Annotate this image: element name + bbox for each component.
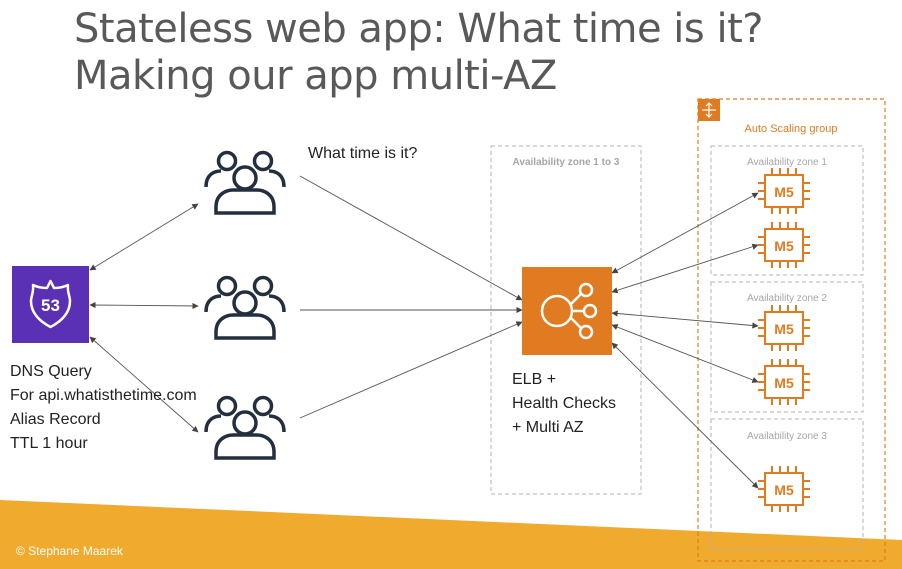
elb-node — [522, 267, 612, 355]
edge-elb-m5-4 — [611, 324, 759, 383]
zone-label-1: Availability zone 1 — [747, 157, 827, 168]
route53-caption-line-3: Alias Record — [10, 411, 101, 428]
question-label: What time is it? — [308, 145, 417, 162]
title-line-1: Stateless web app: What time is it? — [74, 6, 764, 52]
edge-dns-user-3 — [89, 336, 199, 433]
edge-dns-user-2 — [89, 301, 199, 310]
elb-icon — [522, 267, 612, 355]
shield-icon — [29, 279, 72, 329]
zone-label-3: Availability zone 3 — [747, 431, 827, 442]
edge-elb-m5-5 — [611, 342, 759, 489]
copyright-text: © Stephane Maarek — [16, 544, 123, 558]
auto-scaling-icon — [698, 99, 720, 121]
availability-zone-group-label: Availability zone 1 to 3 — [513, 157, 620, 168]
edge-elb-m5-1 — [611, 192, 759, 274]
m5-label-5: M5 — [774, 482, 794, 498]
auto-scaling-group-label: Auto Scaling group — [745, 123, 838, 135]
m5-instance-1: M5 — [757, 167, 811, 215]
m5-instance-5: M5 — [757, 465, 811, 513]
m5-label-4: M5 — [774, 375, 794, 391]
zone-label-2: Availability zone 2 — [747, 293, 827, 304]
edge-user-1-elb — [299, 175, 523, 301]
users-icon-1 — [204, 150, 286, 215]
users-icon-3 — [204, 395, 286, 460]
edge-dns-user-1 — [89, 203, 199, 271]
title-line-2: Making our app multi-AZ — [74, 53, 557, 99]
edge-user-3-elb — [299, 321, 523, 419]
m5-label-1: M5 — [774, 184, 794, 200]
elb-caption-line-3: + Multi AZ — [512, 419, 584, 436]
elb-caption: ELB + Health Checks + Multi AZ — [512, 371, 621, 436]
m5-label-2: M5 — [774, 238, 794, 254]
footer-band — [0, 500, 902, 569]
route53-caption: DNS Query For api.whatisthetime.com Alia… — [10, 363, 201, 452]
route53-icon — [12, 266, 89, 343]
elb-caption-line-2: Health Checks — [512, 395, 616, 412]
edge-elb-m5-2 — [611, 243, 759, 294]
m5-instance-4: M5 — [757, 358, 811, 406]
route53-badge: 53 — [41, 296, 60, 315]
edge-elb-m5-3 — [611, 310, 759, 329]
m5-instance-2: M5 — [757, 221, 811, 269]
page-title: Stateless web app: What time is it? Maki… — [74, 6, 874, 100]
route53-caption-line-1: DNS Query — [10, 363, 92, 380]
elb-caption-line-1: ELB + — [512, 371, 556, 388]
route53-caption-line-4: TTL 1 hour — [10, 435, 88, 452]
users-icon-2 — [204, 275, 286, 340]
route53-caption-line-2: For api.whatisthetime.com — [10, 387, 197, 404]
route53-node: 53 — [12, 266, 89, 343]
m5-label-3: M5 — [774, 321, 794, 337]
m5-instance-3: M5 — [757, 304, 811, 352]
